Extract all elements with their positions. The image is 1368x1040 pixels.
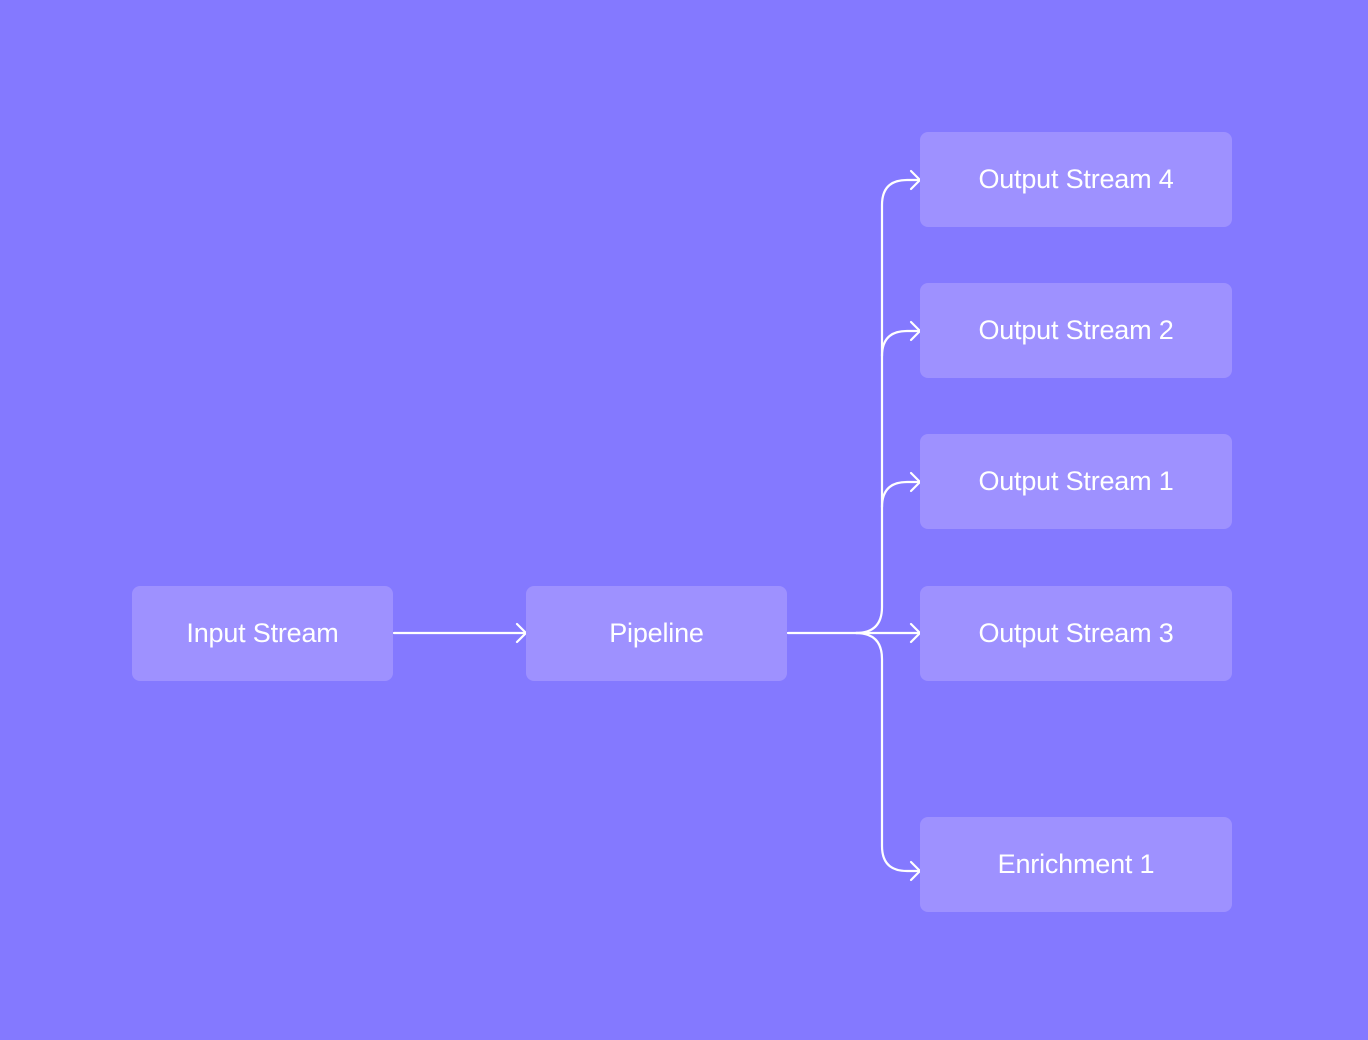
enrichment-1-label: Enrichment 1 [997, 849, 1155, 879]
output-stream-3-label: Output Stream 3 [978, 618, 1174, 648]
output-stream-1-label: Output Stream 1 [978, 466, 1174, 496]
output-stream-3-node[interactable]: Output Stream 3 [920, 586, 1232, 681]
output-stream-1-node[interactable]: Output Stream 1 [920, 434, 1232, 529]
arrowhead-output-stream-4 [909, 169, 922, 191]
input-stream-label: Input Stream [186, 618, 339, 648]
pipeline-label: Pipeline [609, 618, 704, 648]
edge-pipeline-to-output-stream-4 [880, 178, 922, 358]
arrowhead-pipeline [515, 622, 528, 644]
output-stream-2-node[interactable]: Output Stream 2 [920, 283, 1232, 378]
input-stream-node[interactable]: Input Stream [132, 586, 393, 681]
output-stream-4-label: Output Stream 4 [978, 164, 1174, 194]
enrichment-1-node[interactable]: Enrichment 1 [920, 817, 1232, 912]
edge-pipeline-to-output-stream-2 [880, 329, 922, 509]
pipeline-node[interactable]: Pipeline [526, 586, 787, 681]
arrowhead-output-stream-3 [909, 622, 922, 644]
arrowhead-enrichment-1 [909, 860, 922, 882]
output-stream-4-node[interactable]: Output Stream 4 [920, 132, 1232, 227]
arrowhead-output-stream-1 [909, 471, 922, 493]
edge-pipeline-to-output-stream-1 [854, 480, 922, 635]
output-stream-2-label: Output Stream 2 [978, 315, 1174, 345]
edge-pipeline-to-enrichment-1 [854, 631, 922, 873]
arrowhead-output-stream-2 [909, 320, 922, 342]
